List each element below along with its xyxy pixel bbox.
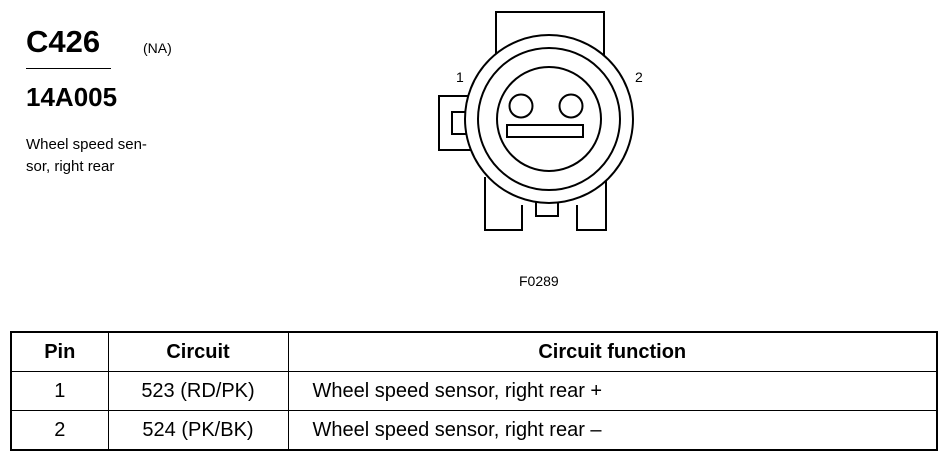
connector-id-underline [26,68,111,69]
connector-id: C426 [26,24,101,59]
column-header-circuit-function: Circuit function [287,331,938,372]
connector-outer-shell [464,34,634,204]
circuit-cell: 523 (RD/PK) [107,371,289,411]
figure-id: F0289 [519,273,559,289]
connector-pin-face [496,66,602,172]
terminal-pin-2 [558,93,584,119]
terminal-pin-1 [508,93,534,119]
pin-2-label: 2 [635,69,643,85]
pin-cell: 2 [10,410,109,451]
connector-left-foot [484,177,523,231]
availability-label: (NA) [143,40,172,56]
connector-key-slot [506,124,584,138]
connector-inner-shell [477,47,621,191]
connector-side-tab [438,95,480,151]
table-header-row: Pin Circuit Circuit function [10,331,938,372]
circuit-function-cell: Wheel speed sensor, right rear – [287,410,938,451]
circuit-function-cell: Wheel speed sensor, right rear + [287,371,938,411]
connector-top-latch [495,11,605,80]
connector-face-diagram: 1 2 [438,11,643,231]
description-line-2: sor, right rear [26,158,115,175]
pin-table: Pin Circuit Circuit function 1 523 (RD/P… [10,331,938,451]
description-line-1: Wheel speed sen- [26,136,147,153]
circuit-cell: 524 (PK/BK) [107,410,289,451]
column-header-pin: Pin [10,331,109,372]
part-number: 14A005 [26,82,118,112]
connector-description: Wheel speed sen- sor, right rear [26,134,196,178]
column-header-circuit: Circuit [107,331,289,372]
pin-cell: 1 [10,371,109,411]
connector-right-foot [576,177,607,231]
table-row: 2 524 (PK/BK) Wheel speed sensor, right … [10,410,938,451]
pin-1-label: 1 [456,69,464,85]
table-row: 1 523 (RD/PK) Wheel speed sensor, right … [10,371,938,411]
